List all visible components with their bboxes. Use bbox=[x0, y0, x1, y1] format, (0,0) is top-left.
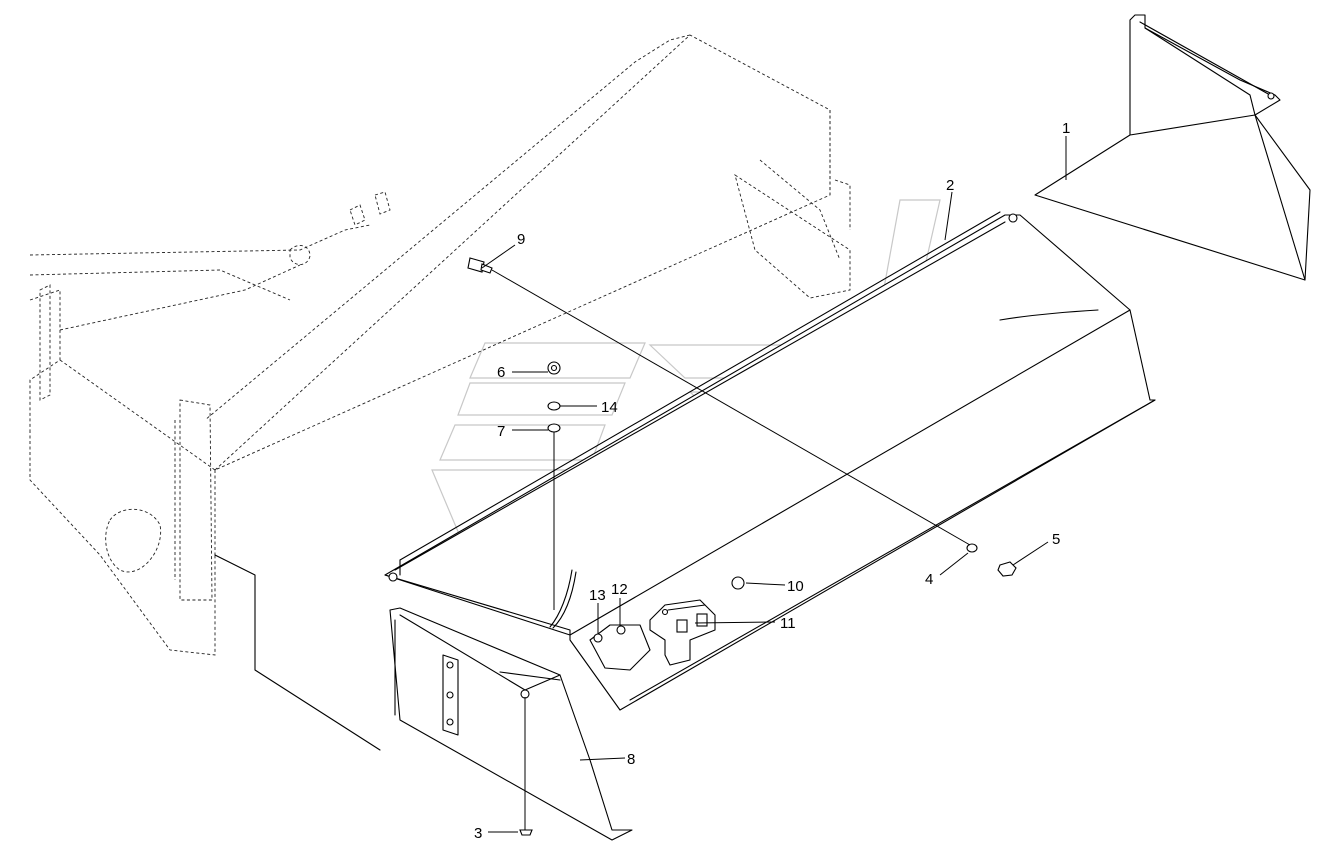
callout-13: 13 bbox=[589, 587, 606, 604]
callout-7: 7 bbox=[497, 423, 505, 440]
callout-1: 1 bbox=[1062, 120, 1070, 137]
callout-5: 5 bbox=[1052, 531, 1060, 548]
deflector-part-1 bbox=[1034, 14, 1311, 281]
callout-6: 6 bbox=[497, 364, 505, 381]
callout-8: 8 bbox=[627, 751, 635, 768]
callout-11: 11 bbox=[780, 615, 796, 632]
hood-part-2 bbox=[384, 211, 1156, 711]
callout-2: 2 bbox=[946, 177, 954, 194]
callout-12: 12 bbox=[611, 581, 628, 598]
callout-4: 4 bbox=[925, 571, 933, 588]
callout-10: 10 bbox=[787, 578, 804, 595]
side-panel-outline bbox=[214, 554, 381, 751]
callout-9: 9 bbox=[517, 231, 525, 248]
machine-frame bbox=[29, 34, 851, 656]
leader-lines bbox=[481, 136, 1067, 833]
callout-14: 14 bbox=[601, 399, 618, 416]
hinge-bracket-part-11 bbox=[589, 599, 716, 671]
side-plate-part-8 bbox=[389, 607, 633, 841]
callout-labels: 1 2 3 4 5 6 7 8 9 10 11 12 13 14 bbox=[474, 120, 1070, 842]
callout-3: 3 bbox=[474, 825, 482, 842]
hardware bbox=[467, 257, 1017, 836]
